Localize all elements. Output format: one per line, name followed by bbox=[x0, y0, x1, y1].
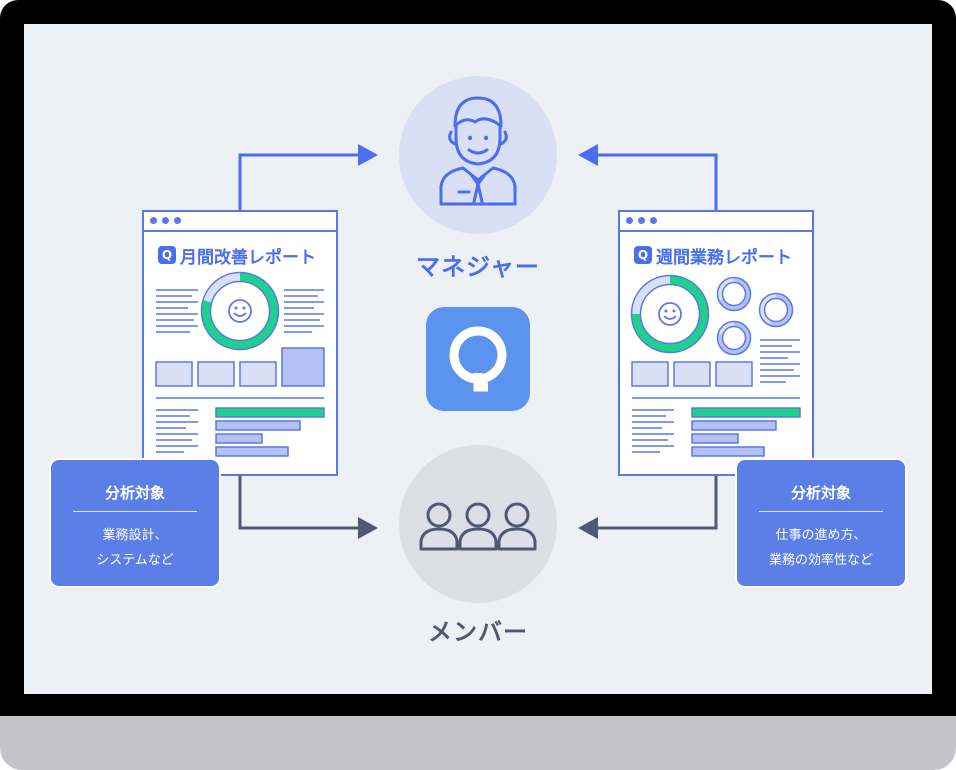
device-base bbox=[0, 716, 956, 770]
window-dot-icon bbox=[174, 217, 181, 224]
analysis-target-heading: 分析対象 bbox=[790, 484, 851, 502]
manager-icon bbox=[439, 96, 517, 206]
analysis-target-line: 業務設計、 bbox=[102, 528, 168, 543]
arrow-left-report-to-manager bbox=[238, 153, 358, 210]
analysis-target-heading: 分析対象 bbox=[104, 484, 165, 502]
q-logo-icon bbox=[449, 326, 507, 392]
divider bbox=[759, 511, 883, 512]
arrow-right-report-to-member bbox=[598, 476, 718, 530]
arrowhead-left-manager bbox=[358, 144, 378, 166]
report-titlebar bbox=[144, 212, 336, 232]
window-dot-icon bbox=[638, 217, 645, 224]
divider bbox=[73, 511, 197, 512]
report-title: 週間業務レポート bbox=[656, 248, 792, 268]
arrowhead-right-member bbox=[578, 517, 598, 539]
window-dot-icon bbox=[650, 217, 657, 224]
mini-ring-charts bbox=[716, 276, 794, 356]
window-dot-icon bbox=[626, 217, 633, 224]
report-titlebar bbox=[620, 212, 812, 232]
center-logo bbox=[426, 307, 530, 411]
right-analysis-target: 分析対象 仕事の進め方、 業務の効率性など bbox=[735, 458, 907, 588]
arrow-left-report-to-member bbox=[238, 476, 358, 530]
report-q-badge: Q bbox=[158, 246, 176, 264]
analysis-target-line: 仕事の進め方、 bbox=[775, 528, 867, 543]
analysis-target-line: 業務の効率性など bbox=[768, 553, 873, 568]
window-dot-icon bbox=[150, 217, 157, 224]
arrowhead-right-manager bbox=[578, 144, 598, 166]
weekly-report-document: Q 週間業務レポート bbox=[618, 210, 814, 476]
report-body-graphics bbox=[155, 271, 325, 457]
member-circle bbox=[399, 445, 557, 603]
analysis-target-line: システムなど bbox=[96, 553, 174, 568]
report-body-graphics bbox=[630, 274, 801, 457]
arrow-right-report-to-manager bbox=[598, 153, 718, 210]
monthly-report-document: Q 月間改善レポート bbox=[142, 210, 338, 476]
window-dot-icon bbox=[162, 217, 169, 224]
arrowhead-left-member bbox=[358, 517, 378, 539]
report-title: 月間改善レポート bbox=[180, 248, 316, 268]
members-icon bbox=[419, 502, 537, 551]
left-analysis-target: 分析対象 業務設計、 システムなど bbox=[49, 458, 221, 588]
report-q-badge: Q bbox=[634, 246, 652, 264]
member-label: メンバー bbox=[428, 618, 528, 646]
manager-circle bbox=[399, 76, 557, 234]
manager-label: マネジャー bbox=[416, 253, 540, 281]
